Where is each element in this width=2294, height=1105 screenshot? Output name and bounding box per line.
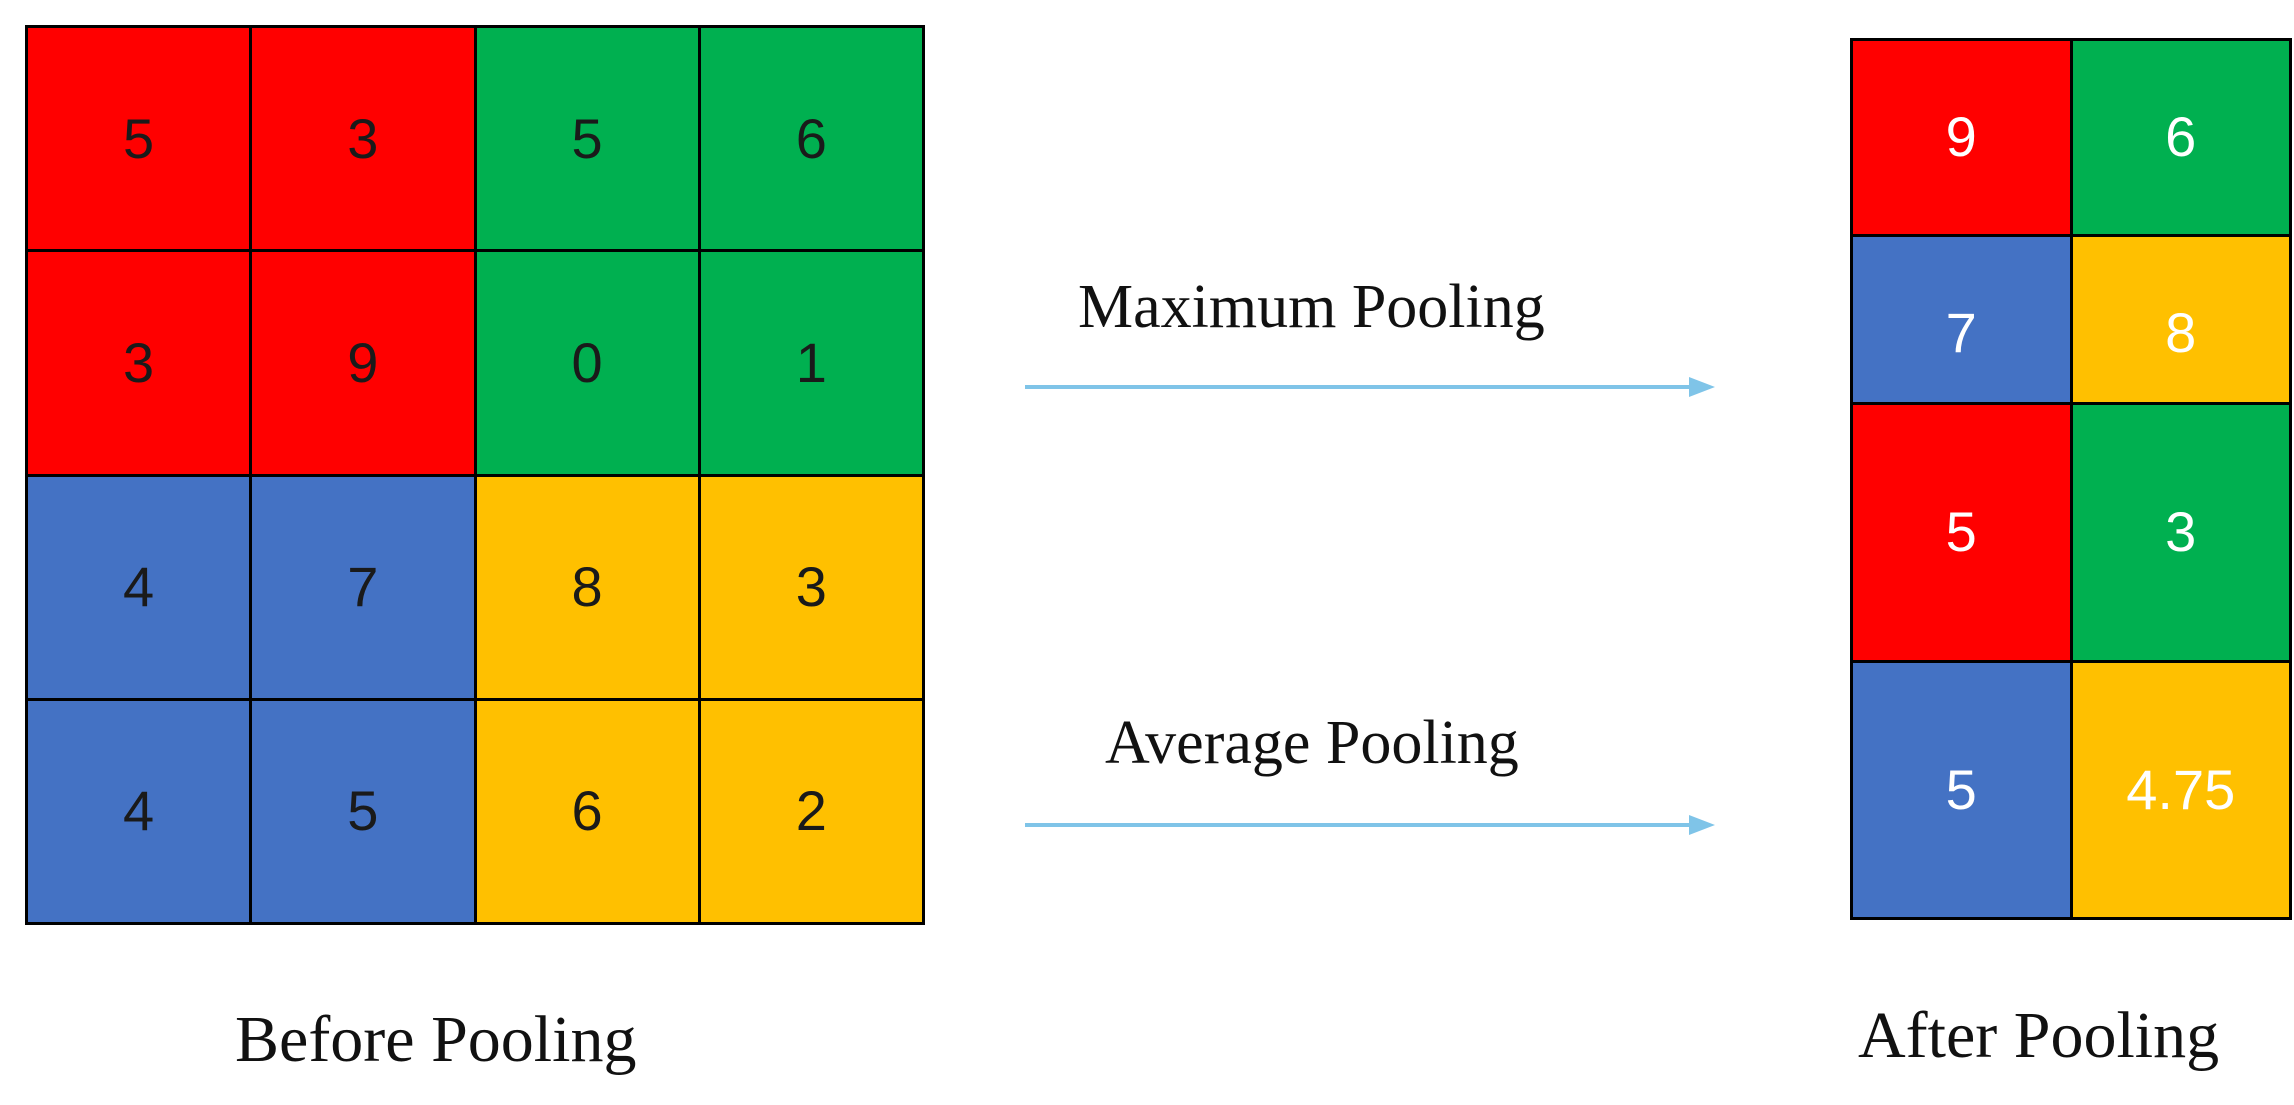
max-output-cell: 7 — [1853, 236, 2070, 429]
input-cell: 2 — [700, 700, 922, 922]
avg-output-cell: 5 — [1853, 405, 2070, 660]
max-pooling-arrow — [1025, 377, 1715, 397]
input-cell: 3 — [252, 28, 474, 250]
input-cell: 5 — [28, 28, 250, 250]
max-pooling-label: Maximum Pooling — [1078, 273, 1545, 341]
input-cell: 6 — [700, 28, 922, 250]
before-pooling-caption: Before Pooling — [235, 1003, 637, 1076]
input-cell: 5 — [252, 700, 474, 922]
average-pooling-arrow — [1025, 815, 1715, 835]
average-pooling-output: 5 3 5 4.75 — [1850, 402, 2292, 920]
avg-output-cell: 3 — [2072, 405, 2289, 660]
input-cell: 4 — [28, 476, 250, 698]
input-cell: 9 — [252, 252, 474, 474]
input-feature-map: 5 3 5 6 3 9 0 1 4 7 8 3 4 5 6 2 — [25, 25, 925, 925]
max-output-cell: 8 — [2072, 236, 2289, 429]
max-output-cell: 9 — [1853, 41, 2070, 234]
after-pooling-caption: After Pooling — [1858, 999, 2220, 1072]
input-cell: 6 — [476, 700, 698, 922]
avg-output-cell: 5 — [1853, 662, 2070, 917]
average-pooling-label: Average Pooling — [1105, 709, 1519, 777]
input-cell: 0 — [476, 252, 698, 474]
input-cell: 3 — [700, 476, 922, 698]
max-output-cell: 6 — [2072, 41, 2289, 234]
input-cell: 8 — [476, 476, 698, 698]
input-cell: 5 — [476, 28, 698, 250]
input-cell: 1 — [700, 252, 922, 474]
input-cell: 3 — [28, 252, 250, 474]
avg-output-cell: 4.75 — [2072, 662, 2289, 917]
input-cell: 4 — [28, 700, 250, 922]
input-cell: 7 — [252, 476, 474, 698]
max-pooling-output: 9 6 7 8 — [1850, 38, 2292, 432]
